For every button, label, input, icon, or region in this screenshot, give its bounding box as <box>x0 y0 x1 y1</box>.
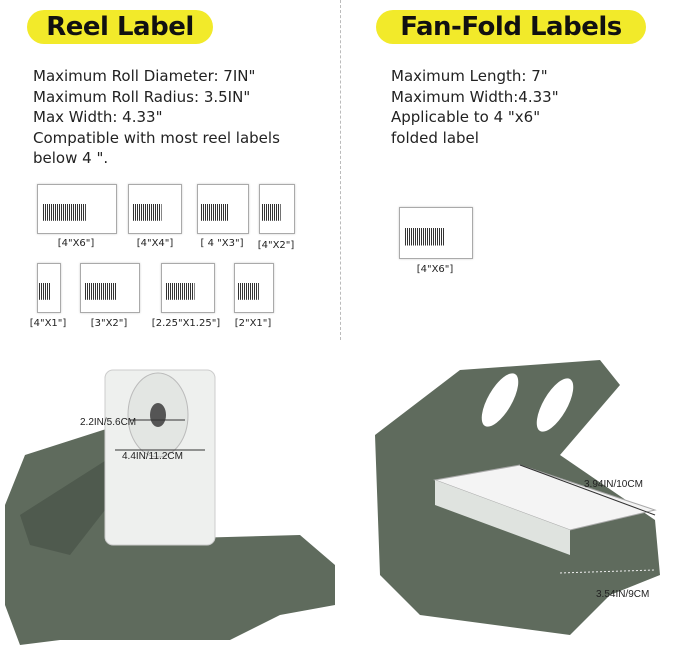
label-size: [3"X2"] <box>90 318 128 329</box>
column-divider <box>340 0 341 340</box>
label-size: [4"X4"] <box>136 238 174 249</box>
spec-line: Maximum Length: 7" <box>391 67 548 85</box>
width-label: 3.54IN/9CM <box>596 589 649 600</box>
label-thumb-fanfold-4x6 <box>399 207 473 259</box>
label-thumb-2x1 <box>234 263 274 313</box>
spec-line: Compatible with most reel labels <box>33 128 280 147</box>
label-size: [4"X1"] <box>29 318 67 329</box>
label-thumb-2.25x1.25 <box>161 263 215 313</box>
fanfold-holder-illustration: 3.94IN/10CM 3.54IN/9CM <box>375 360 660 635</box>
spec-line: folded label <box>391 128 479 147</box>
spec-line: Maximum Width:4.33" <box>391 87 559 106</box>
length-label: 3.94IN/10CM <box>584 479 643 490</box>
label-thumb-4x6 <box>37 184 117 234</box>
fan-fold-title: Fan-Fold Labels <box>376 10 646 44</box>
length-dim-line <box>519 464 656 516</box>
roll-hole <box>150 403 166 427</box>
label-size: [ 4 "X3"] <box>200 238 244 249</box>
label-thumb-4x1 <box>37 263 61 313</box>
reel-specs: Maximum Roll Diameter: 7IN" Maximum Roll… <box>33 66 280 169</box>
outer-diameter-label: 4.4IN/11.2CM <box>122 451 183 462</box>
fanfold-specs: Maximum Length: 7" Maximum Width:4.33" A… <box>391 66 559 148</box>
inner-diameter-label: 2.2IN/5.6CM <box>80 417 136 428</box>
reel-holder-illustration: 2.2IN/5.6CM 4.4IN/11.2CM <box>5 369 335 645</box>
label-thumb-4x3 <box>197 184 249 234</box>
label-size: [4"X2"] <box>257 240 295 251</box>
label-size: [4"X6"] <box>416 264 454 275</box>
spec-line: below 4 ". <box>33 149 109 167</box>
fanfold-label-stack-side <box>435 480 570 555</box>
spec-line: Maximum Roll Radius: 3.5IN" <box>33 87 251 106</box>
label-thumb-3x2 <box>80 263 140 313</box>
holder-slot <box>481 373 519 427</box>
holder-slot <box>536 378 574 432</box>
label-thumb-4x2 <box>259 184 295 234</box>
label-size: [2.25"X1.25"] <box>151 318 221 329</box>
spec-line: Maximum Roll Diameter: 7IN" <box>33 67 256 85</box>
fanfold-label-stack-top <box>433 464 657 531</box>
label-size: [4"X6"] <box>57 238 95 249</box>
spec-line: Max Width: 4.33" <box>33 108 163 126</box>
label-thumb-4x4 <box>128 184 182 234</box>
reel-label-title: Reel Label <box>27 10 213 44</box>
label-size: [2"X1"] <box>234 318 272 329</box>
spec-line: Applicable to 4 "x6" <box>391 108 541 126</box>
